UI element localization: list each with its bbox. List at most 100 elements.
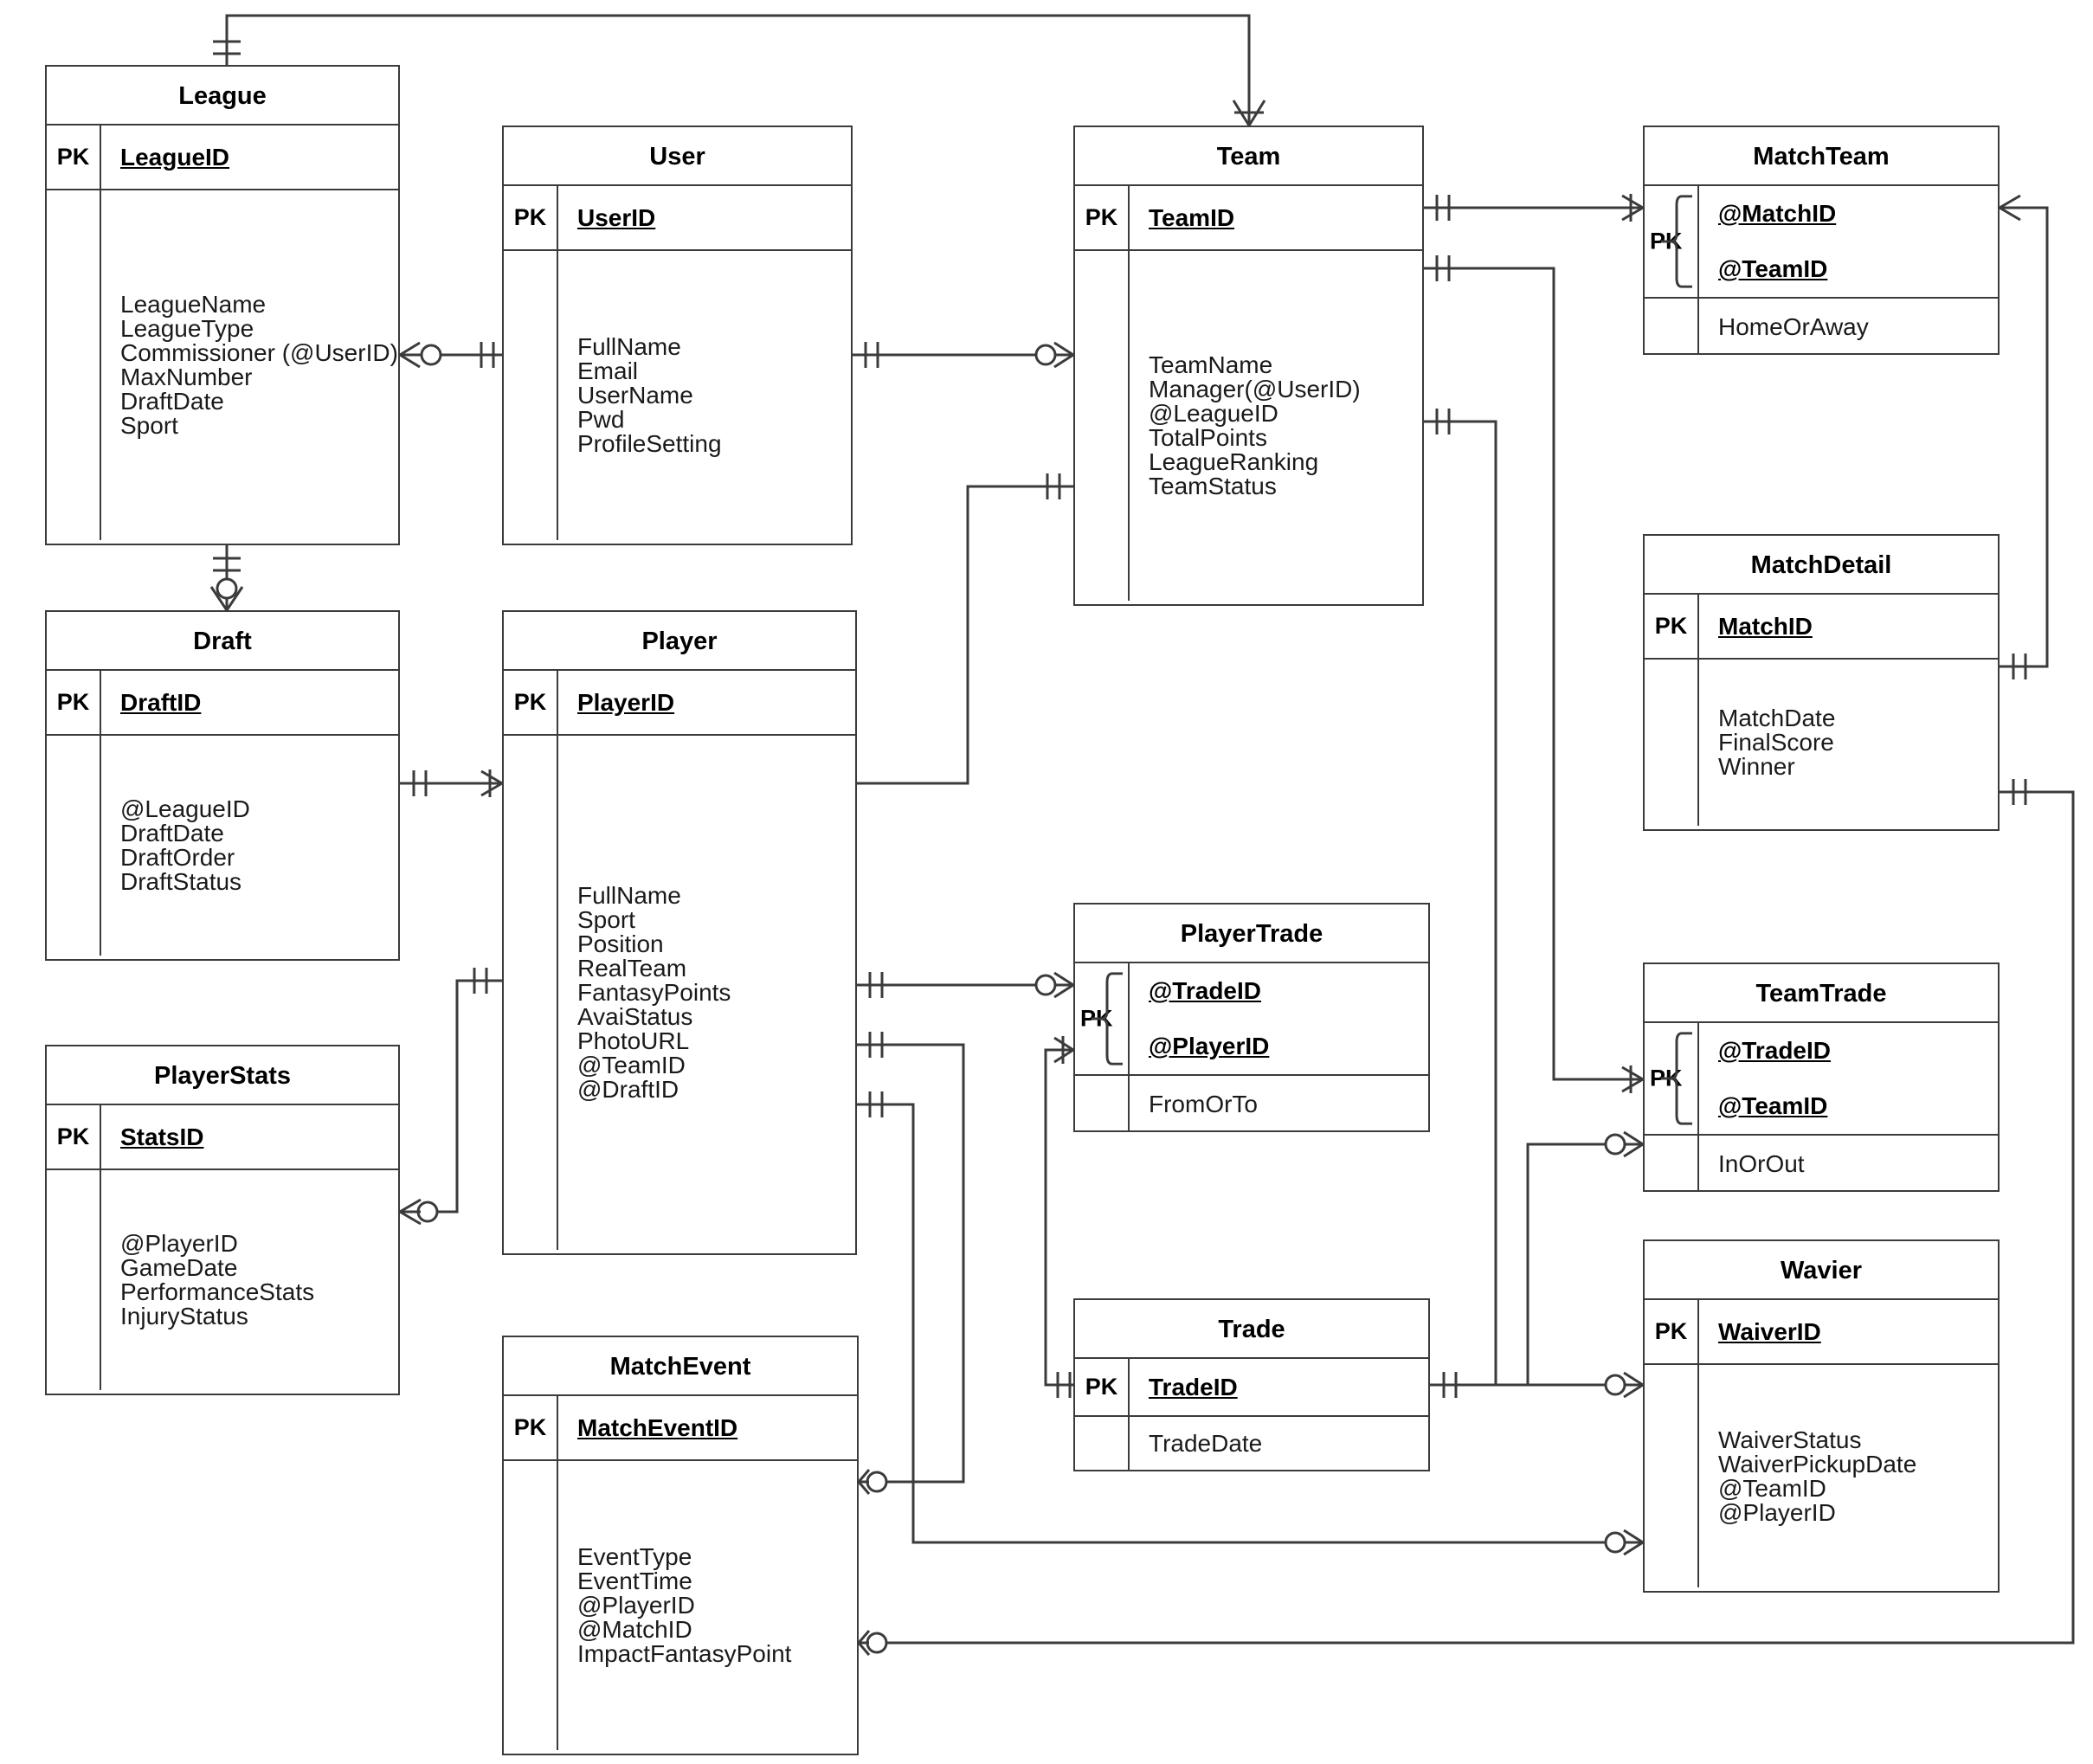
entity-matchdetail[interactable]: MatchDetail PK MatchID MatchDate FinalSc… — [1643, 534, 2000, 831]
attribute-list: TeamName Manager(@UserID) @LeagueID Tota… — [1130, 251, 1422, 601]
attribute: EventTime — [577, 1568, 692, 1594]
pk-label: PK — [504, 1396, 558, 1459]
entity-matchteam[interactable]: MatchTeam PK @MatchID @TeamID HomeOrAway — [1643, 126, 2000, 355]
entity-playerstats[interactable]: PlayerStats PK StatsID @PlayerID GameDat… — [45, 1045, 400, 1395]
attribute: LeagueRanking — [1149, 448, 1319, 475]
card-player-event-crow — [857, 1469, 871, 1495]
entity-trade-pk-row: PK TradeID — [1075, 1359, 1428, 1417]
link-player-playerstats — [400, 979, 502, 1214]
attribute: TeamStatus — [1149, 473, 1277, 499]
card-league-user-optional — [420, 344, 442, 366]
attribute: FantasyPoints — [577, 979, 731, 1006]
attribute-pk: TradeID — [1149, 1373, 1238, 1400]
entity-trade[interactable]: Trade PK TradeID TradeDate — [1073, 1298, 1430, 1471]
entity-matchteam-attr-rows: HomeOrAway — [1645, 299, 1998, 355]
attribute-pk: @TeamID — [1718, 1092, 1828, 1119]
entity-user[interactable]: User PK UserID FullName Email UserName P… — [502, 126, 853, 545]
attribute: @PlayerID — [577, 1592, 695, 1619]
attribute: TotalPoints — [1149, 424, 1267, 451]
entity-matchdetail-pk-row: PK MatchID — [1645, 595, 1998, 660]
card-user-team-optional — [1034, 344, 1057, 366]
entity-playertrade-attr-rows: FromOrTo — [1075, 1076, 1428, 1132]
attribute: @TeamID — [1718, 1474, 1826, 1502]
entity-playertrade[interactable]: PlayerTrade PK @TradeID @PlayerID FromOr… — [1073, 903, 1430, 1132]
empty-key-col — [1645, 660, 1699, 826]
attribute: MaxNumber — [120, 364, 253, 390]
pk-label: PK — [1645, 595, 1699, 658]
attribute: TeamName — [1149, 351, 1273, 378]
attribute: @MatchID — [577, 1616, 692, 1643]
entity-matchevent-pk-row: PK MatchEventID — [504, 1396, 857, 1461]
attribute-list: TradeDate — [1130, 1417, 1428, 1470]
attribute: RealTeam — [577, 955, 687, 982]
brace-icon — [1661, 195, 1692, 288]
attribute-pk: PlayerID — [577, 688, 675, 716]
empty-key-col — [1075, 251, 1130, 601]
brace-icon — [1092, 972, 1123, 1065]
attribute-list: FromOrTo — [1130, 1076, 1428, 1132]
entity-user-attr-rows: FullName Email UserName Pwd ProfileSetti… — [504, 251, 851, 540]
empty-key-col — [1645, 1136, 1699, 1192]
attribute: TradeDate — [1149, 1429, 1263, 1457]
card-mt-md-crow — [1999, 194, 2021, 222]
card-player-wavier-crow — [1623, 1529, 1644, 1556]
attribute-list: EventType EventTime @PlayerID @MatchID I… — [558, 1461, 857, 1750]
attribute-pk: @MatchID — [1718, 200, 1837, 227]
entity-wavier[interactable]: Wavier PK WaiverID WaiverStatus WaiverPi… — [1643, 1239, 2000, 1593]
composite-pk-brace: PK — [1645, 186, 1699, 297]
empty-key-col — [47, 1170, 101, 1390]
entity-player-attr-rows: FullName Sport Position RealTeam Fantasy… — [504, 736, 855, 1250]
card-team-wavier-crow — [1623, 1371, 1644, 1399]
card-trade-ttrade-optional — [1604, 1133, 1626, 1156]
entity-league[interactable]: League PK LeagueID LeagueName LeagueType… — [45, 65, 400, 545]
entity-wavier-title: Wavier — [1645, 1241, 1998, 1300]
entity-user-title: User — [504, 127, 851, 186]
card-player-stats-crow — [399, 1198, 422, 1226]
attribute: DraftDate — [120, 820, 224, 847]
pk-label: PK — [47, 671, 101, 734]
attribute: FullName — [577, 882, 681, 909]
attribute-list: InOrOut — [1699, 1136, 1998, 1192]
card-league-draft-optional — [216, 577, 238, 600]
entity-draft[interactable]: Draft PK DraftID @LeagueID DraftDate Dra… — [45, 610, 400, 961]
link-player-matchevent — [857, 1043, 965, 1484]
attribute-pk: TeamID — [1149, 203, 1235, 231]
attribute: Email — [577, 357, 639, 384]
entity-teamtrade[interactable]: TeamTrade PK @TradeID @TeamID InOrOut — [1643, 962, 2000, 1192]
card-player-wavier-optional — [1604, 1531, 1626, 1554]
attribute: DraftDate — [120, 388, 224, 415]
entity-teamtrade-title: TeamTrade — [1645, 964, 1998, 1023]
card-league-team-crow — [1232, 100, 1266, 126]
attribute: Pwd — [577, 406, 625, 433]
entity-team[interactable]: Team PK TeamID TeamName Manager(@UserID)… — [1073, 126, 1424, 606]
empty-key-col — [47, 190, 101, 540]
entity-playerstats-title: PlayerStats — [47, 1046, 398, 1105]
attribute-list: @PlayerID GameDate PerformanceStats Inju… — [101, 1170, 398, 1390]
entity-playertrade-pk-row: PK @TradeID @PlayerID — [1075, 963, 1428, 1076]
entity-player[interactable]: Player PK PlayerID FullName Sport Positi… — [502, 610, 857, 1255]
card-team-wavier-optional — [1604, 1374, 1626, 1396]
entity-draft-pk-row: PK DraftID — [47, 671, 398, 736]
card-md-me-crow — [857, 1630, 871, 1656]
attribute: @LeagueID — [120, 795, 250, 822]
attribute-pk: WaiverID — [1718, 1317, 1821, 1345]
attribute: @DraftID — [577, 1076, 679, 1103]
attribute: Commissioner (@UserID) — [120, 339, 398, 366]
card-team-teamtrade-crow — [1621, 1065, 1644, 1093]
attribute-pk: MatchID — [1718, 612, 1813, 640]
entity-team-pk-row: PK TeamID — [1075, 186, 1422, 251]
card-league-draft-crow — [209, 586, 244, 611]
entity-league-pk-row: PK LeagueID — [47, 126, 398, 190]
attribute-pk: @TradeID — [1149, 977, 1262, 1004]
card-player-trade-optional — [1034, 974, 1057, 996]
empty-key-col — [504, 251, 558, 540]
attribute-pk: @TradeID — [1718, 1037, 1832, 1064]
attribute-list: @LeagueID DraftDate DraftOrder DraftStat… — [101, 736, 398, 956]
composite-pk-brace: PK — [1075, 963, 1130, 1074]
entity-matchevent[interactable]: MatchEvent PK MatchEventID EventType Eve… — [502, 1336, 859, 1755]
attribute: @LeagueID — [1149, 400, 1278, 427]
card-league-user-crow — [399, 341, 421, 369]
attribute: ImpactFantasyPoint — [577, 1640, 792, 1667]
attribute-pk: StatsID — [120, 1123, 204, 1150]
